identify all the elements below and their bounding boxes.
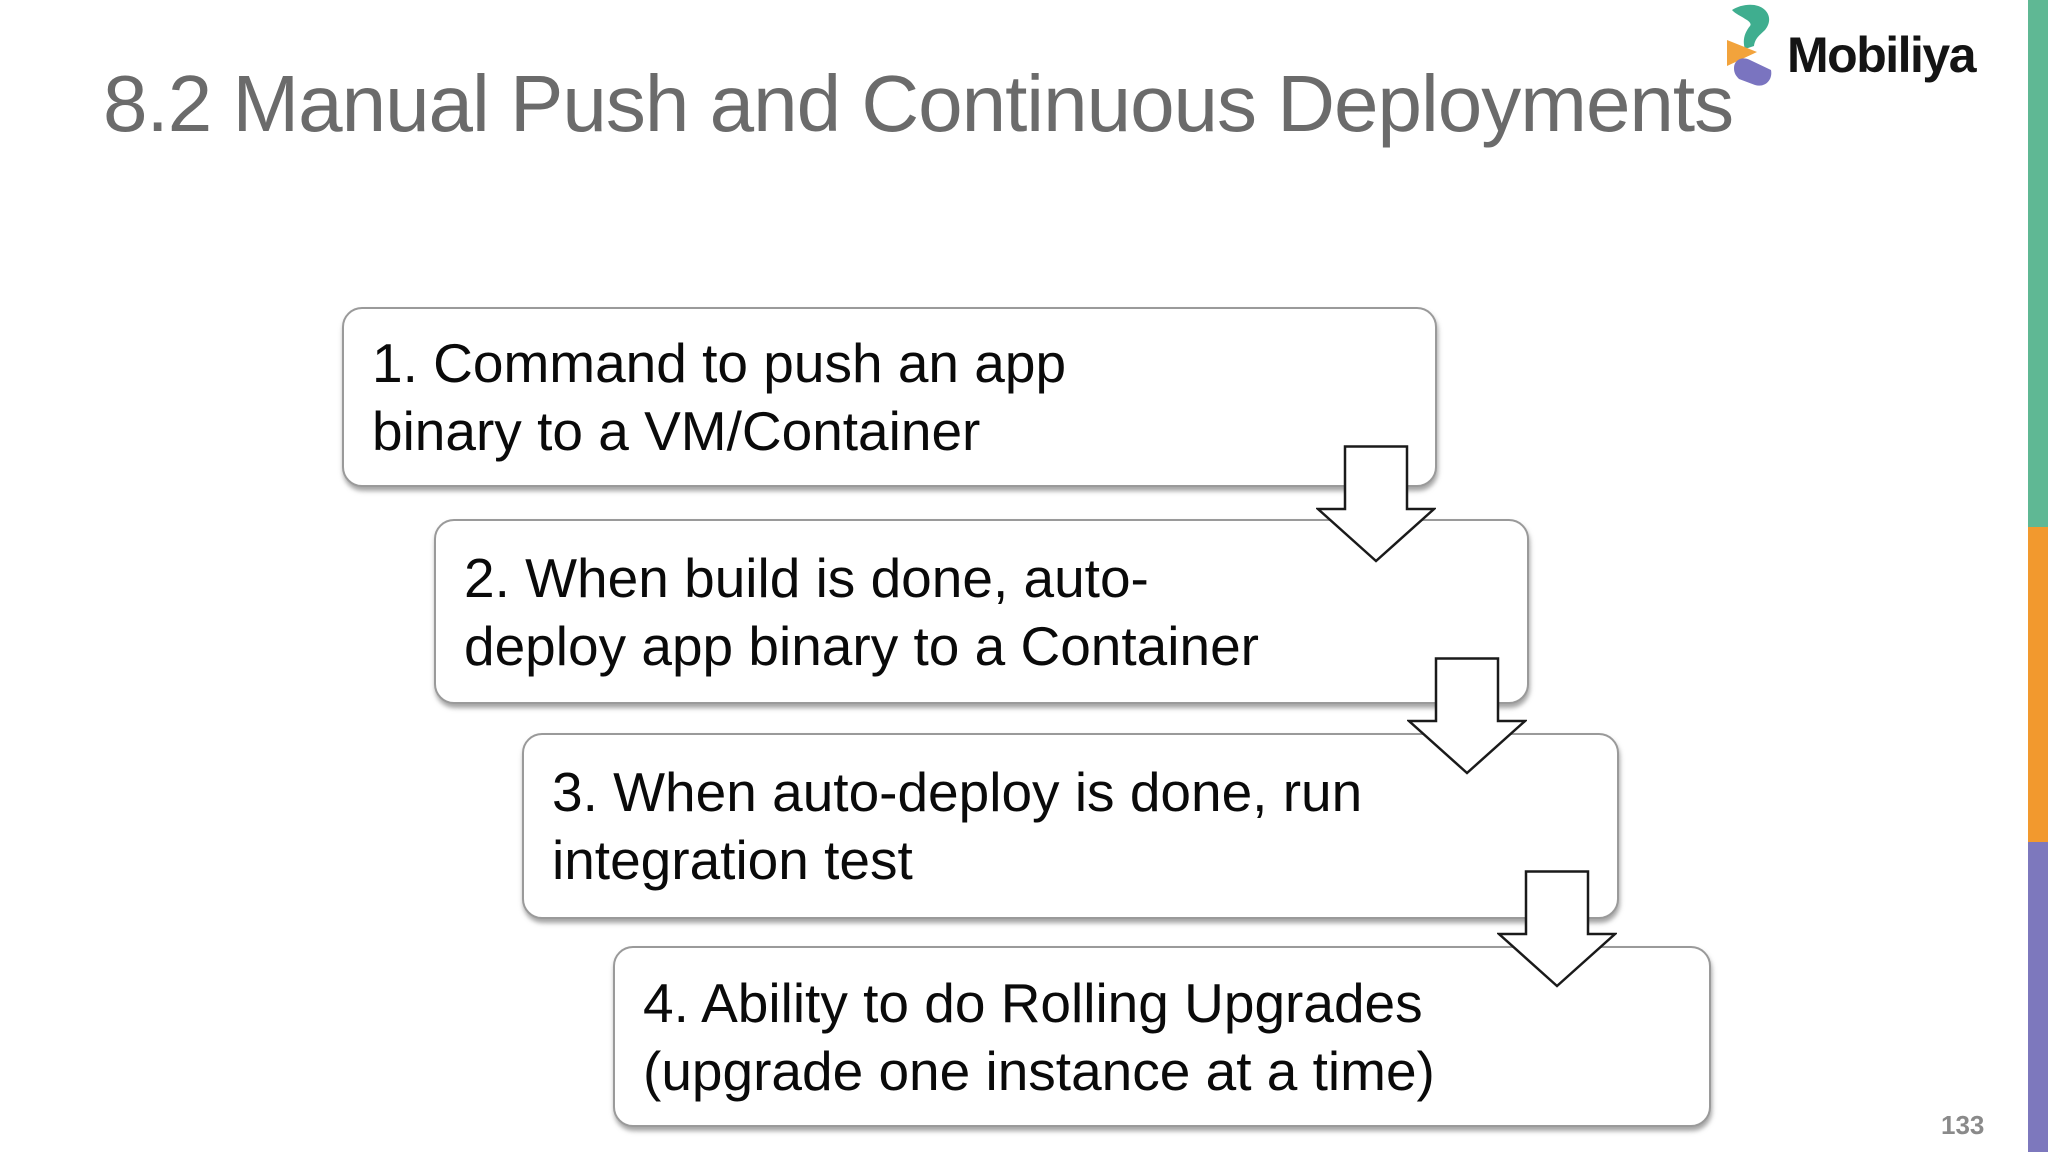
down-arrow-icon: [1497, 870, 1617, 988]
flow-step-3: 3. When auto-deploy is done, run integra…: [522, 733, 1619, 919]
stripe-purple-segment: [2028, 842, 2048, 1152]
flow-step-1-label: 1. Command to push an app binary to a VM…: [372, 332, 1067, 462]
flow-step-2: 2. When build is done, auto- deploy app …: [434, 519, 1529, 704]
page-number: 133: [1941, 1110, 1985, 1140]
down-arrow-icon: [1407, 657, 1527, 775]
flow-step-2-label: 2. When build is done, auto- deploy app …: [464, 546, 1259, 677]
down-arrow-icon: [1316, 445, 1436, 563]
flow-step-4: 4. Ability to do Rolling Upgrades (upgra…: [613, 946, 1711, 1127]
flow-step-3-label: 3. When auto-deploy is done, run integra…: [552, 761, 1363, 891]
slide-title: 8.2 Manual Push and Continuous Deploymen…: [103, 59, 1734, 148]
mobiliya-logo-icon: [1727, 4, 1772, 86]
stripe-orange-segment: [2028, 527, 2048, 842]
side-stripe: [2028, 0, 2048, 1152]
mobiliya-logo-text: Mobiliya: [1787, 27, 1977, 83]
mobiliya-logo: Mobiliya: [1725, 4, 1977, 88]
flow-step-4-label: 4. Ability to do Rolling Upgrades (upgra…: [643, 971, 1435, 1102]
stripe-green-segment: [2028, 0, 2048, 527]
flow-step-1: 1. Command to push an app binary to a VM…: [342, 307, 1437, 487]
